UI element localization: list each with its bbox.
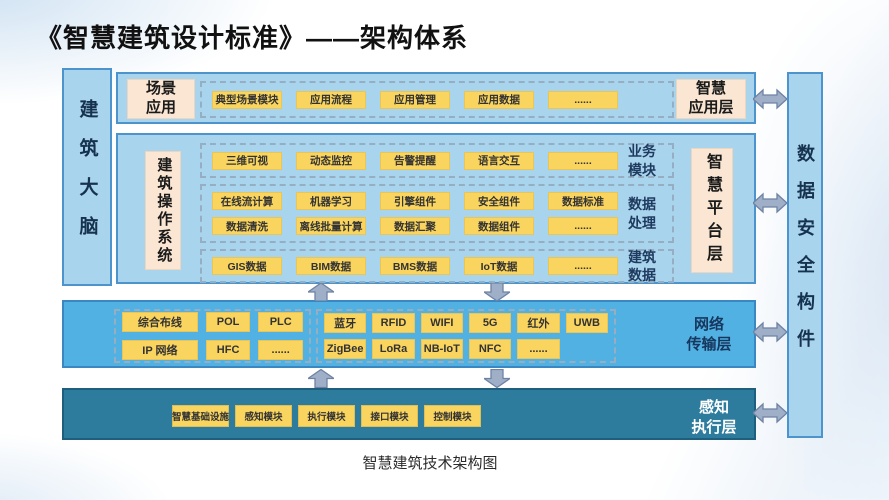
- platform-layer-section: 建筑操作系统 三维可视 动态监控 告警提醒 语言交互 ...... 业务 模块 …: [116, 133, 756, 284]
- down-arrow-icon: [484, 369, 510, 388]
- module-box: IoT数据: [464, 257, 534, 275]
- module-box: 执行模块: [298, 405, 355, 427]
- building-os-label: 建筑操作系统: [145, 151, 181, 270]
- module-box: 应用数据: [464, 90, 534, 109]
- up-arrow-icon: [308, 283, 334, 301]
- module-box: 数据清洗: [212, 217, 282, 235]
- network-layer-section: 综合布线 POL PLC IP 网络 HFC ...... 蓝牙 RFID WI…: [62, 300, 756, 368]
- module-box: 数据组件: [464, 217, 534, 235]
- building-brain-label: 建筑大脑: [76, 99, 98, 255]
- module-box: IP 网络: [122, 340, 198, 360]
- module-box: RFID: [372, 313, 415, 333]
- module-box: ZigBee: [324, 339, 367, 359]
- module-box: 接口模块: [361, 405, 418, 427]
- module-box: ......: [548, 90, 618, 109]
- module-box: 综合布线: [122, 312, 198, 332]
- module-box: PLC: [258, 312, 303, 332]
- module-box: NB-IoT: [420, 339, 463, 359]
- app-modules-row: 典型场景模块 应用流程 应用管理 应用数据 ......: [212, 90, 618, 109]
- module-box: 应用管理: [380, 90, 450, 109]
- module-box: NFC: [468, 339, 512, 359]
- down-arrow-icon: [484, 283, 510, 301]
- perception-layer-section: 智慧基础设施 感知模块 执行模块 接口模块 控制模块 感知 执行层: [62, 388, 756, 440]
- module-box: 感知模块: [235, 405, 292, 427]
- data-security-label: 数据安全构件: [795, 144, 815, 366]
- module-box: 红外: [517, 313, 560, 333]
- diagram-caption: 智慧建筑技术架构图: [362, 455, 498, 472]
- app-layer-section: 场景 应用 典型场景模块 应用流程 应用管理 应用数据 ...... 智慧 应用…: [116, 72, 756, 124]
- double-arrow-icon: [753, 88, 787, 110]
- module-box: 引擎组件: [380, 192, 450, 210]
- module-box: 数据标准: [548, 192, 618, 210]
- wireless-network-group: 蓝牙 RFID WIFI 5G 红外 UWB ZigBee LoRa NB-Io…: [316, 309, 616, 363]
- app-modules-group: 典型场景模块 应用流程 应用管理 应用数据 ......: [200, 81, 674, 118]
- module-box: 智慧基础设施: [172, 405, 229, 427]
- module-box: ......: [548, 151, 618, 170]
- building-data-label: 建筑 数据: [628, 248, 656, 283]
- business-modules-group: 三维可视 动态监控 告警提醒 语言交互 ...... 业务 模块: [200, 143, 674, 178]
- data-processing-label: 数据 处理: [628, 196, 656, 231]
- business-modules-row: 三维可视 动态监控 告警提醒 语言交互 ......: [212, 151, 618, 170]
- module-box: 安全组件: [464, 192, 534, 210]
- module-box: 5G: [468, 313, 512, 333]
- app-modules-rows: 典型场景模块 应用流程 应用管理 应用数据 ......: [212, 90, 618, 109]
- module-box: 语言交互: [464, 151, 534, 170]
- perception-modules-row: 智慧基础设施 感知模块 执行模块 接口模块 控制模块: [172, 405, 481, 427]
- slide-title: 《智慧建筑设计标准》——架构体系: [36, 23, 469, 53]
- module-box: 控制模块: [424, 405, 481, 427]
- data-processing-group: 在线流计算 机器学习 引擎组件 安全组件 数据标准 数据清洗 离线批量计算 数据…: [200, 184, 674, 243]
- module-box: BMS数据: [380, 257, 450, 275]
- module-box: UWB: [565, 313, 608, 333]
- scene-application-label: 场景 应用: [127, 79, 195, 119]
- double-arrow-icon: [753, 321, 787, 343]
- data-processing-row2: 数据清洗 离线批量计算 数据汇聚 数据组件 ......: [212, 217, 618, 235]
- module-box: 应用流程: [296, 90, 366, 109]
- smart-platform-layer-label: 智慧平台层: [691, 148, 733, 273]
- data-processing-row1: 在线流计算 机器学习 引擎组件 安全组件 数据标准: [212, 192, 618, 210]
- module-box: POL: [205, 312, 251, 332]
- module-box: 在线流计算: [212, 192, 282, 210]
- building-brain-bar: 建筑大脑: [62, 68, 112, 286]
- network-layer-label: 网络 传输层: [686, 316, 732, 354]
- wired-network-group: 综合布线 POL PLC IP 网络 HFC ......: [114, 309, 311, 363]
- building-data-row: GIS数据 BIM数据 BMS数据 IoT数据 ......: [212, 257, 618, 275]
- module-box: ......: [548, 217, 618, 235]
- perception-layer-label: 感知 执行层: [691, 399, 737, 437]
- module-box: 动态监控: [296, 151, 366, 170]
- business-modules-label: 业务 模块: [628, 143, 656, 178]
- module-box: GIS数据: [212, 257, 282, 275]
- data-security-bar: 数据安全构件: [787, 72, 823, 438]
- module-box: WIFI: [420, 313, 463, 333]
- double-arrow-icon: [753, 192, 787, 214]
- module-box: LoRa: [372, 339, 415, 359]
- up-arrow-icon: [308, 369, 334, 388]
- smart-app-layer-label: 智慧 应用层: [676, 79, 746, 119]
- module-box: 数据汇聚: [380, 217, 450, 235]
- module-box: 蓝牙: [324, 313, 367, 333]
- building-data-group: GIS数据 BIM数据 BMS数据 IoT数据 ...... 建筑 数据: [200, 249, 674, 283]
- module-box: BIM数据: [296, 257, 366, 275]
- double-arrow-icon: [753, 402, 787, 424]
- module-box: 三维可视: [212, 151, 282, 170]
- module-box: 机器学习: [296, 192, 366, 210]
- module-box: ......: [258, 340, 303, 360]
- module-box: HFC: [205, 340, 251, 360]
- module-box: 典型场景模块: [212, 90, 282, 109]
- module-box: ......: [517, 339, 560, 359]
- module-box: 离线批量计算: [296, 217, 366, 235]
- module-box: ......: [548, 257, 618, 275]
- module-box: 告警提醒: [380, 151, 450, 170]
